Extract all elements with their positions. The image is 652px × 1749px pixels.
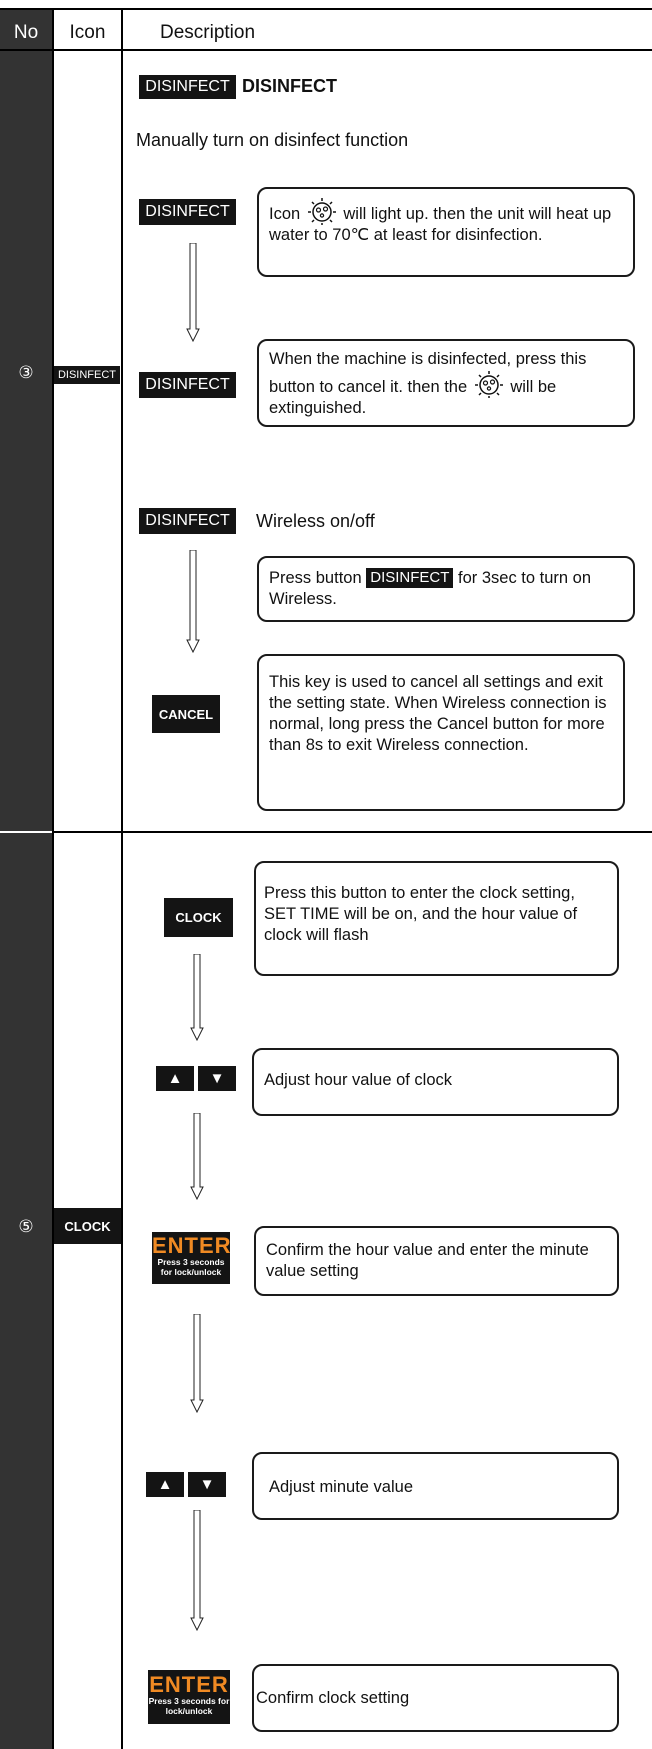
enter-sublabel: Press 3 seconds for lock/unlock: [157, 1257, 225, 1277]
step-description: Press button DISINFECT for 3sec to turn …: [257, 556, 635, 622]
step-text: This key is used to cancel all settings …: [269, 673, 607, 754]
header-icon: Icon: [69, 22, 106, 43]
disinfect-sun-icon: [307, 198, 336, 225]
enter-label: ENTER: [152, 1233, 232, 1258]
down-arrow-icon: [190, 1510, 204, 1632]
clock-icon-badge: CLOCK: [54, 1208, 121, 1244]
step-description: When the machine is disinfected, press t…: [257, 339, 635, 427]
step-text: will be extinguished.: [269, 378, 557, 417]
step-description: Confirm the hour value and enter the min…: [254, 1226, 619, 1296]
down-arrow-icon: [186, 243, 200, 343]
disinfect-button[interactable]: DISINFECT: [139, 199, 236, 225]
step-description: Adjust minute value: [252, 1452, 619, 1520]
down-arrow-icon: [190, 1314, 204, 1414]
enter-sublabel: Press 3 seconds for lock/unlock: [148, 1696, 230, 1716]
step-description: This key is used to cancel all settings …: [257, 654, 625, 811]
header-bottom-border: [0, 49, 652, 51]
section-subtitle: Manually turn on disinfect function: [136, 130, 409, 150]
step-text: Press button: [269, 569, 362, 587]
number-column-background: [0, 8, 52, 1749]
section-title: DISINFECT: [242, 76, 338, 96]
disinfect-sun-icon: [474, 371, 503, 398]
up-down-keys: ▲ ▼: [146, 1472, 226, 1497]
step-description: Press this button to enter the clock set…: [254, 861, 619, 976]
up-arrow-button[interactable]: ▲: [146, 1472, 184, 1497]
disinfect-button[interactable]: DISINFECT: [139, 508, 236, 534]
down-arrow-icon: [190, 954, 204, 1042]
up-arrow-button[interactable]: ▲: [156, 1066, 194, 1091]
enter-label: ENTER: [149, 1672, 229, 1697]
down-arrow-icon: [186, 550, 200, 654]
header-no: No: [13, 22, 39, 43]
step-text: will light up. then the unit will heat u…: [269, 205, 612, 244]
step-description: Icon will light up. then the unit will h…: [257, 187, 635, 277]
down-arrow-button[interactable]: ▼: [198, 1066, 236, 1091]
step-text: Icon: [269, 205, 301, 223]
step-text: for 3sec to turn on Wireless.: [269, 569, 591, 608]
step-text: Adjust hour value of clock: [264, 1071, 453, 1089]
disinfect-title-badge: DISINFECT: [139, 75, 236, 99]
enter-button[interactable]: ENTER Press 3 seconds for lock/unlock: [152, 1232, 232, 1284]
row-separator-number-col: [0, 831, 52, 833]
step-text: Confirm the hour value and enter the min…: [266, 1241, 589, 1280]
down-arrow-button[interactable]: ▼: [188, 1472, 226, 1497]
row-number: ⑤: [18, 1217, 34, 1236]
header-description: Description: [160, 22, 256, 43]
step-text: Confirm clock setting: [256, 1689, 410, 1707]
table-top-border: [0, 8, 652, 10]
step-description: Confirm clock setting: [252, 1664, 619, 1732]
step-text: Adjust minute value: [269, 1478, 413, 1496]
disinfect-button[interactable]: DISINFECT: [139, 372, 236, 398]
row-separator: [52, 831, 652, 833]
step-text: When the machine is disinfected, press t…: [269, 350, 587, 396]
disinfect-inline-badge: DISINFECT: [366, 568, 454, 588]
wireless-label: Wireless on/off: [256, 511, 375, 531]
col-border-1: [52, 8, 54, 1749]
cancel-button[interactable]: CANCEL: [152, 695, 220, 733]
enter-button[interactable]: ENTER Press 3 seconds for lock/unlock: [148, 1670, 230, 1724]
col-border-2: [121, 8, 123, 1749]
disinfect-icon-badge: DISINFECT: [54, 366, 120, 384]
step-text: Press this button to enter the clock set…: [264, 884, 578, 944]
step-description: Adjust hour value of clock: [252, 1048, 619, 1116]
clock-button[interactable]: CLOCK: [164, 898, 233, 937]
row-number: ③: [18, 363, 34, 382]
up-down-keys: ▲ ▼: [156, 1066, 236, 1091]
down-arrow-icon: [190, 1113, 204, 1201]
